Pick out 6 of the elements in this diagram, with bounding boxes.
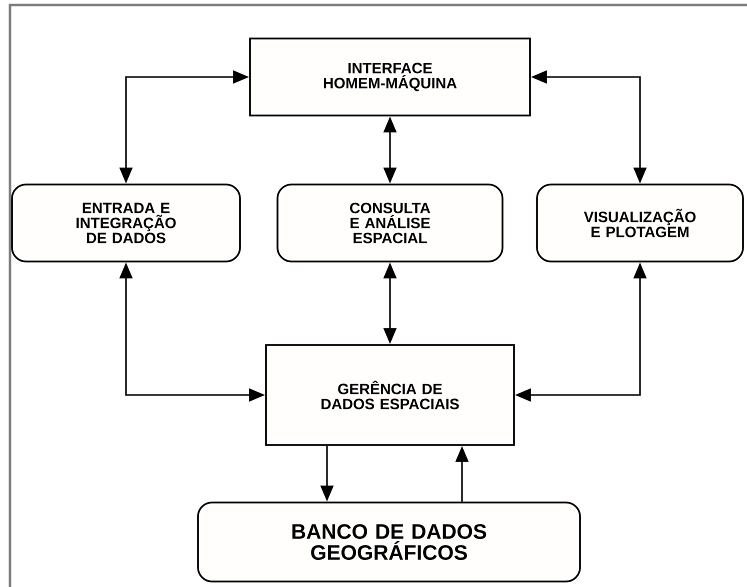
rounded-box: ENTRADA E INTEGRAÇÃO DE DADOS (11, 184, 241, 262)
process-box: INTERFACE HOMEM-MÁQUINA (249, 38, 531, 116)
rounded-box: VISUALIZAÇÃO E PLOTAGEM (536, 184, 744, 262)
process-box: GERÊNCIA DE DADOS ESPACIAIS (265, 344, 515, 446)
rounded-box: CONSULTA E ANÁLISE ESPACIAL (276, 184, 504, 262)
rounded-box: BANCO DE DADOS GEOGRÁFICOS (197, 502, 581, 582)
